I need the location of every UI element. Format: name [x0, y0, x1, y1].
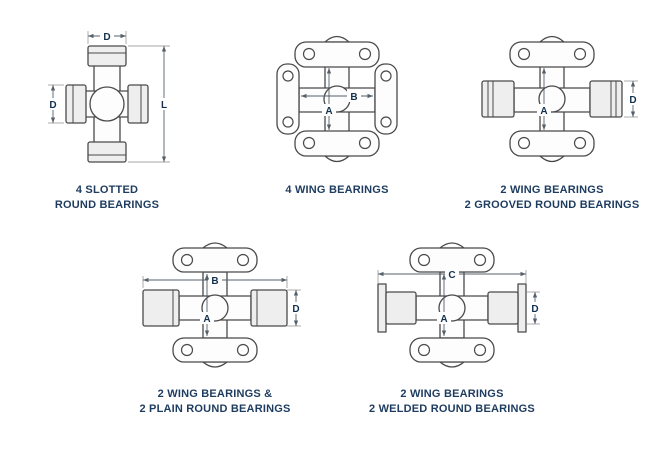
caption-line: 4 WING BEARINGS [285, 184, 389, 196]
dimension-label-c: C [448, 270, 455, 281]
dimension-label-a: A [203, 314, 210, 325]
dimension-c: C [377, 268, 527, 284]
dimension-label-a: A [440, 314, 447, 325]
drawing-2-wing-2-grooved: A D [481, 35, 640, 163]
dimension-d: D [624, 80, 640, 118]
dimension-a: A [537, 68, 551, 130]
figure-2-wing-2-grooved: A D 2 WING BEARINGS 2 GROOVED ROUND BEAR… [452, 18, 652, 213]
dimension-label-d: D [531, 304, 538, 315]
dimension-b: B [142, 274, 288, 288]
figure-4-wing-bearings: A B 4 WING BEARINGS [247, 18, 427, 198]
figure-caption: 4 WING BEARINGS [247, 183, 427, 198]
caption-line: 2 WING BEARINGS & [157, 388, 273, 400]
caption-line: 2 WING BEARINGS [400, 388, 504, 400]
dimension-label-l: L [161, 100, 167, 111]
drawing-4-slotted-round-bearings: D D L [46, 30, 171, 163]
drawing-2-wing-2-plain: B A D [142, 242, 303, 368]
dimension-label-b: B [350, 92, 357, 103]
dimension-d: D [526, 291, 542, 325]
figure-4-slotted-round-bearings: D D L 4 SLOTTED ROUND BEARINGS [22, 18, 192, 213]
dimension-a: A [200, 274, 214, 336]
dimension-label-d: D [629, 95, 636, 106]
dimension-label-a: A [540, 106, 547, 117]
dimension-a: A [322, 68, 336, 130]
figure-caption: 2 WING BEARINGS & 2 PLAIN ROUND BEARINGS [115, 387, 315, 417]
dimension-d: D [287, 289, 303, 327]
dimension-label-b: B [211, 276, 218, 287]
ujoint-cross-body [142, 242, 288, 368]
caption-line: 2 WING BEARINGS [500, 184, 604, 196]
dimension-label-d-left: D [49, 100, 56, 111]
caption-line: 2 WELDED ROUND BEARINGS [369, 402, 535, 415]
ujoint-cross-body [377, 242, 527, 368]
caption-line: 4 SLOTTED [75, 184, 139, 196]
dimension-a: A [437, 274, 451, 336]
dimension-label-d: D [292, 304, 299, 315]
figure-caption: 4 SLOTTED ROUND BEARINGS [22, 183, 192, 213]
ujoint-cross-body [276, 35, 398, 163]
dimension-right-l: L [128, 45, 171, 163]
ujoint-cross-body [65, 45, 149, 163]
figure-caption: 2 WING BEARINGS 2 WELDED ROUND BEARINGS [352, 387, 552, 417]
caption-line: 2 GROOVED ROUND BEARINGS [464, 198, 640, 211]
figure-2-wing-2-plain: B A D 2 WING BEARINGS & 2 PLAIN ROUND BE… [115, 234, 315, 417]
dimension-label-d-top: D [103, 32, 110, 43]
dimension-b: B [301, 90, 373, 103]
figure-2-wing-2-welded: C A D 2 WING BEARINGS 2 WELDED ROUND BEA… [352, 234, 552, 417]
dimension-top-d: D [87, 30, 127, 44]
dimension-left-d: D [46, 84, 64, 124]
drawing-2-wing-2-welded: C A D [377, 242, 542, 368]
dimension-label-a: A [325, 106, 332, 117]
caption-line: ROUND BEARINGS [54, 198, 160, 211]
drawing-4-wing-bearings: A B [276, 35, 398, 163]
caption-line: 2 PLAIN ROUND BEARINGS [139, 402, 291, 415]
ujoint-cross-body [481, 35, 623, 163]
figure-caption: 2 WING BEARINGS 2 GROOVED ROUND BEARINGS [452, 183, 652, 213]
